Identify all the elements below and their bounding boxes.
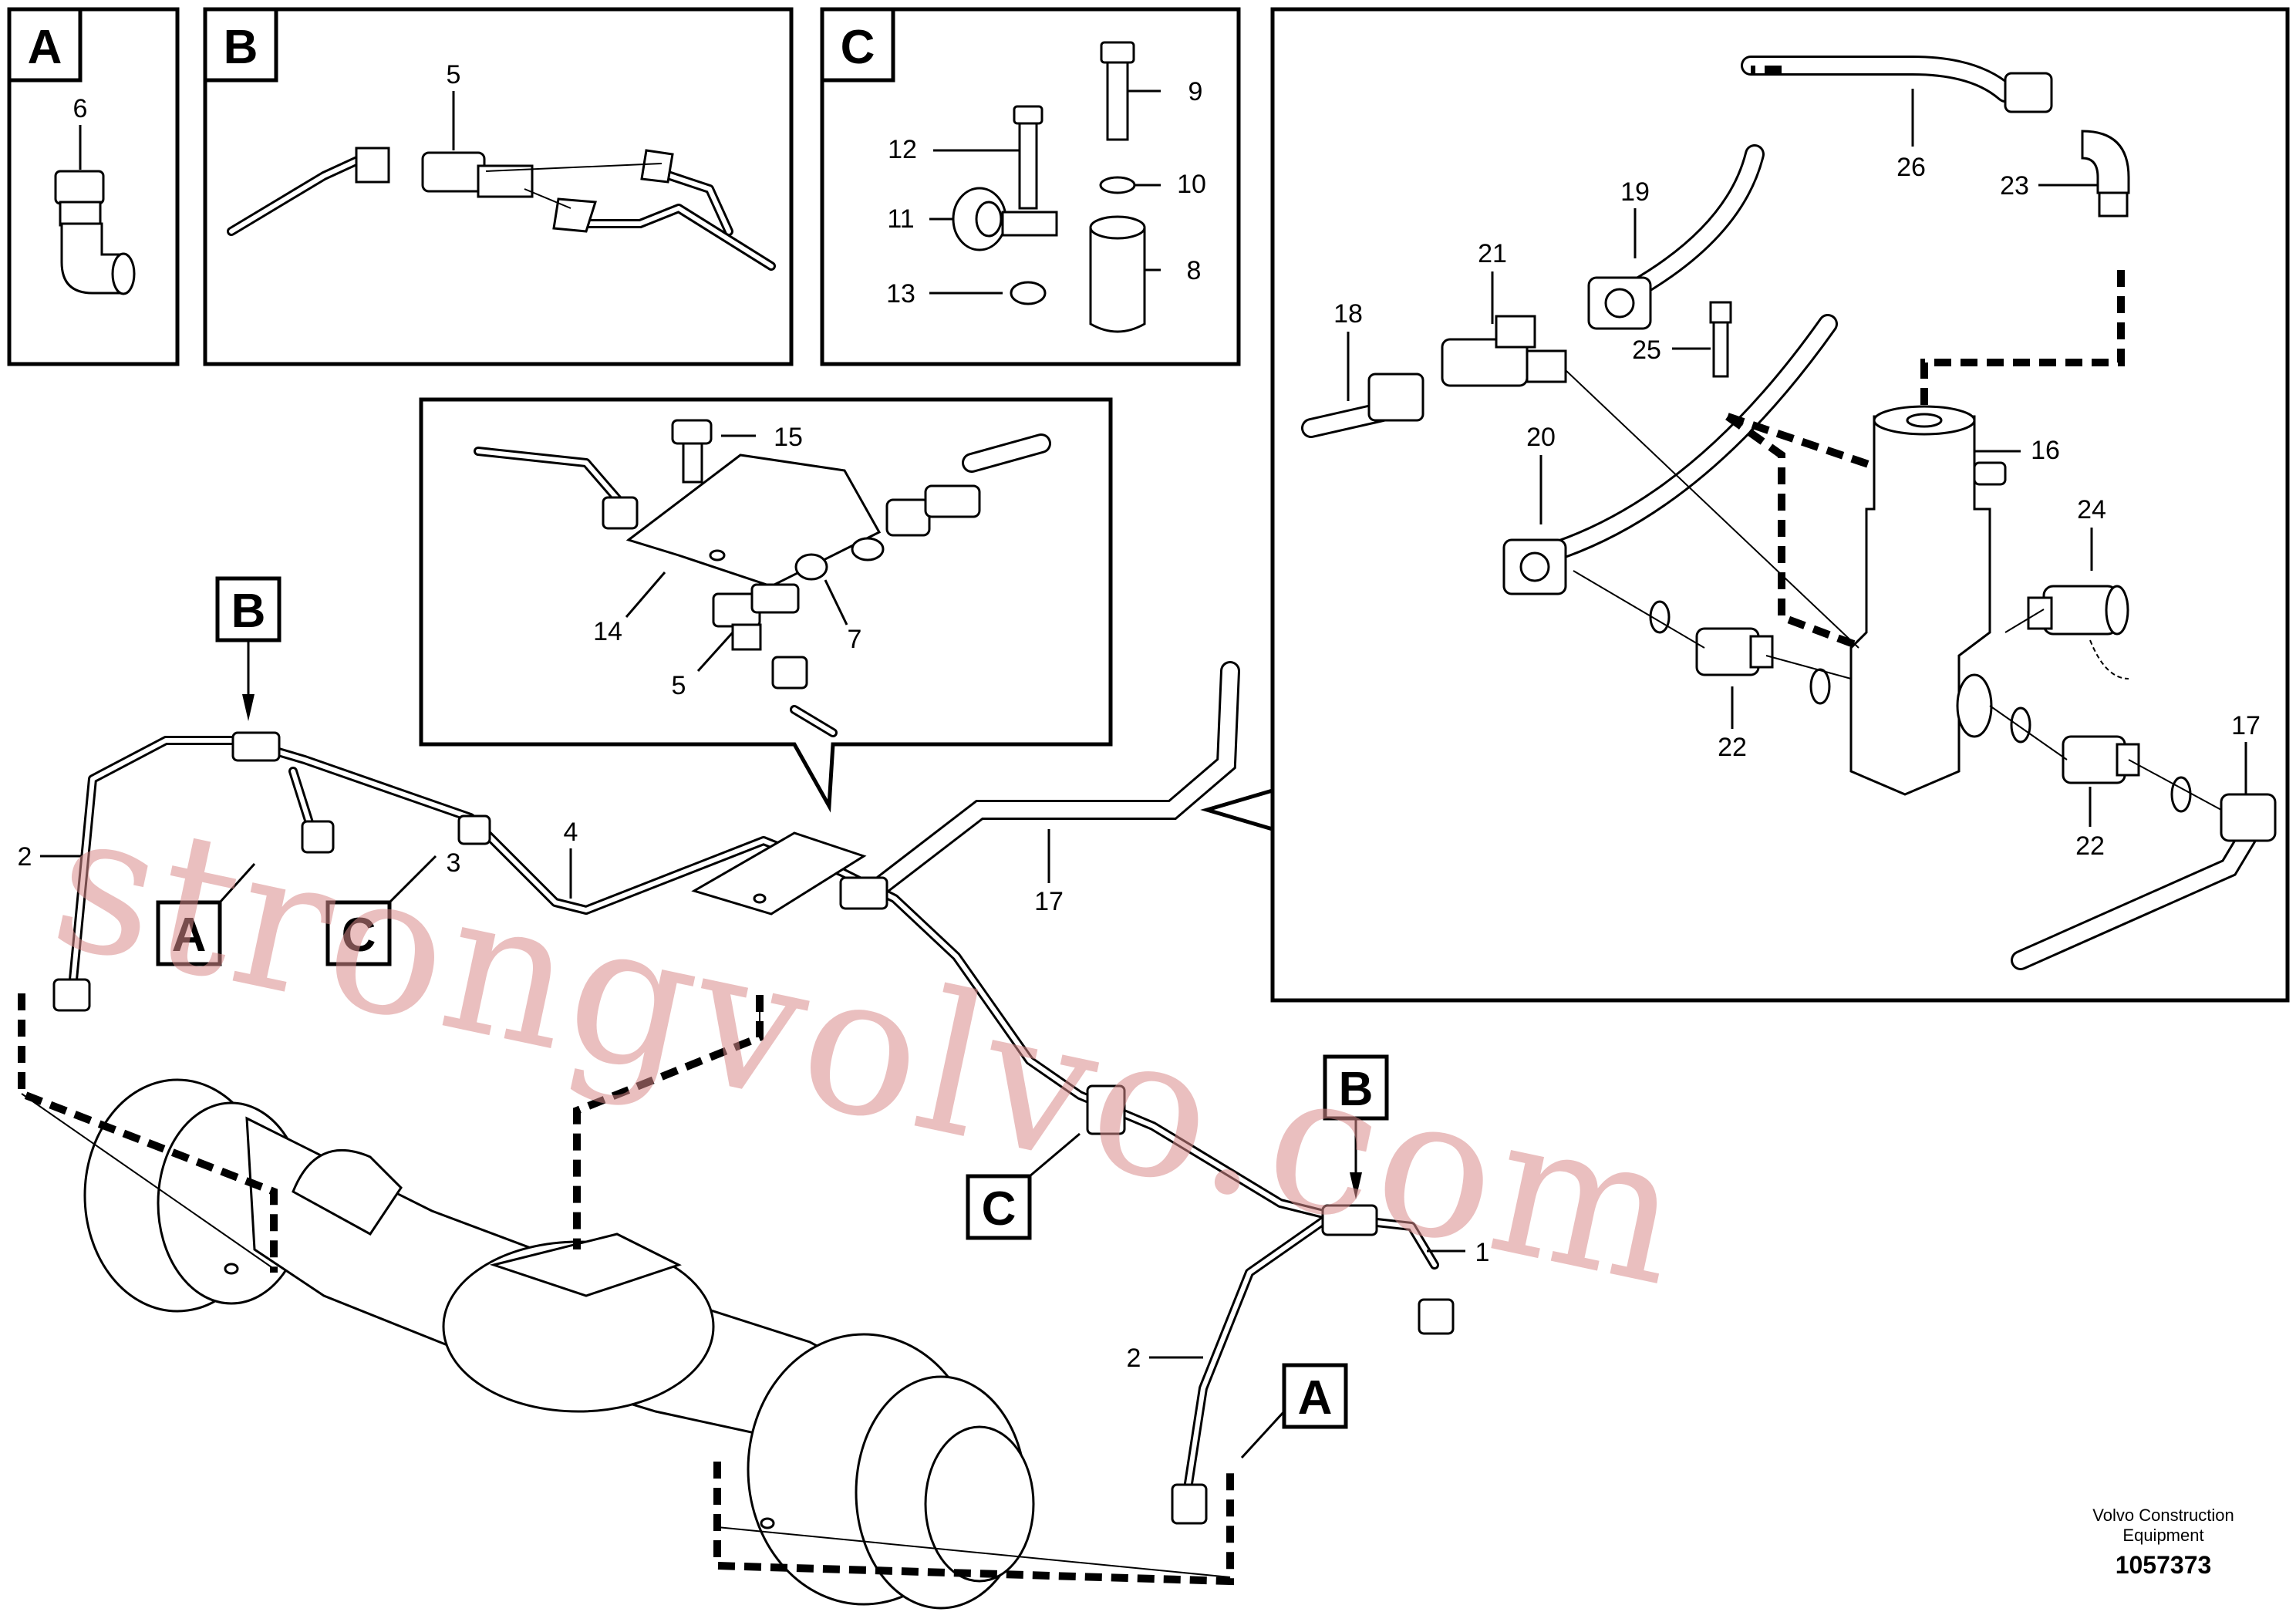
tee-fitting-5-bracket <box>712 583 800 651</box>
footer: Volvo Construction Equipment 1057373 <box>2092 1506 2234 1579</box>
part-label-1: 1 <box>1475 1238 1490 1267</box>
fitting-23 <box>2004 72 2130 218</box>
adapter-22-lower <box>2062 735 2140 784</box>
company-line-2: Equipment <box>2122 1526 2203 1545</box>
seal-ring-lower <box>2170 776 2192 813</box>
elbow-17 <box>2220 793 2277 842</box>
company-line-1: Volvo Construction <box>2092 1506 2234 1525</box>
tee-fitting-5-box-b <box>355 147 674 233</box>
bracket-plate-14 <box>625 454 885 588</box>
part-label-25: 25 <box>1632 336 1661 365</box>
main-assembly: B A C B C A 2 3 4 17 1 2 <box>18 576 1490 1610</box>
part-label-9: 9 <box>1188 77 1203 106</box>
part-label-24: 24 <box>2077 495 2106 524</box>
fitting-a-left <box>52 978 91 1012</box>
bolt-9 <box>1100 41 1135 141</box>
clamp-11 <box>952 187 1058 251</box>
detail-box-a: A 6 <box>7 7 180 366</box>
part-label-3: 3 <box>447 848 461 878</box>
callout-b-top: B <box>231 585 266 638</box>
detail-bracket: 15 14 7 5 <box>419 397 1113 813</box>
part-label-10: 10 <box>1177 170 1206 199</box>
nut-7 <box>794 553 828 581</box>
box-a-letter: A <box>28 21 62 74</box>
test-coupling-24 <box>2027 585 2129 679</box>
valve-body-16 <box>1849 405 2007 796</box>
nut-bracket-bottom <box>771 656 808 690</box>
callout-c-left: C <box>342 909 376 962</box>
seal-ring-mid <box>1809 668 1831 705</box>
part-label-11: 11 <box>887 204 914 234</box>
part-label-12: 12 <box>888 135 917 164</box>
fitting-b-top <box>231 731 281 762</box>
box-b-letter: B <box>224 21 258 74</box>
part-label-22-lower: 22 <box>2075 831 2105 861</box>
part-label-7: 7 <box>848 625 862 654</box>
box-c-letter: C <box>841 21 875 74</box>
nut-19 <box>1587 276 1652 330</box>
fitting-bracket-main <box>839 876 888 910</box>
detail-box-c: C 9 12 10 11 8 13 <box>820 7 1241 366</box>
fitting-a-right <box>1171 1483 1208 1525</box>
tee-fitting-21 <box>1441 315 1567 387</box>
detail-valve: 26 23 19 21 18 25 16 20 24 22 22 17 <box>1270 7 2290 1003</box>
screw-25 <box>1709 301 1732 378</box>
part-label-2-left: 2 <box>18 842 32 872</box>
part-label-17-valve: 17 <box>2231 711 2261 740</box>
fitting-c-center <box>1086 1084 1126 1135</box>
part-label-16: 16 <box>2031 436 2060 465</box>
part-label-22-upper: 22 <box>1718 733 1747 762</box>
part-label-26: 26 <box>1896 153 1926 182</box>
part-label-15: 15 <box>774 423 803 452</box>
callout-c-center: C <box>982 1182 1017 1236</box>
fitting-b-right <box>1321 1204 1378 1236</box>
drawing-number: 1057373 <box>2116 1551 2212 1579</box>
elbow-fitting-6 <box>54 170 136 295</box>
bolt-15 <box>671 419 713 484</box>
part-label-23: 23 <box>2000 171 2029 201</box>
part-label-19: 19 <box>1620 177 1650 207</box>
part-label-14: 14 <box>593 617 622 646</box>
nut-bracket-top <box>602 496 639 530</box>
nut-13 <box>1010 281 1047 305</box>
detail-box-b: B 5 <box>203 7 794 366</box>
bolt-12 <box>1013 105 1043 210</box>
callout-a-right: A <box>1298 1371 1333 1425</box>
seal-ring-right <box>2010 706 2031 744</box>
part-label-2-right: 2 <box>1127 1344 1141 1373</box>
part-label-4: 4 <box>564 818 578 847</box>
spacer-8 <box>1089 215 1146 333</box>
part-label-8: 8 <box>1187 256 1202 285</box>
nut-18 <box>1367 373 1424 422</box>
callout-b-right: B <box>1339 1063 1374 1116</box>
fitting-c-left <box>457 814 491 845</box>
hose-fitting-bracket <box>885 484 981 537</box>
part-label-5-bracket: 5 <box>672 671 686 700</box>
part-label-21: 21 <box>1478 239 1507 268</box>
part-label-18: 18 <box>1333 299 1363 329</box>
fitting-3 <box>301 820 335 854</box>
axle-housing <box>83 1078 1035 1610</box>
part-label-13: 13 <box>886 279 915 309</box>
washer-10 <box>1099 176 1136 194</box>
part-label-17-main: 17 <box>1034 887 1064 916</box>
part-label-6: 6 <box>73 94 88 123</box>
callout-a-left: A <box>172 909 207 962</box>
part-label-5-box-b: 5 <box>447 60 461 89</box>
nut-20 <box>1502 538 1567 595</box>
part-label-20: 20 <box>1526 423 1556 452</box>
adapter-22-upper <box>1695 627 1774 676</box>
fitting-1 <box>1418 1298 1455 1335</box>
